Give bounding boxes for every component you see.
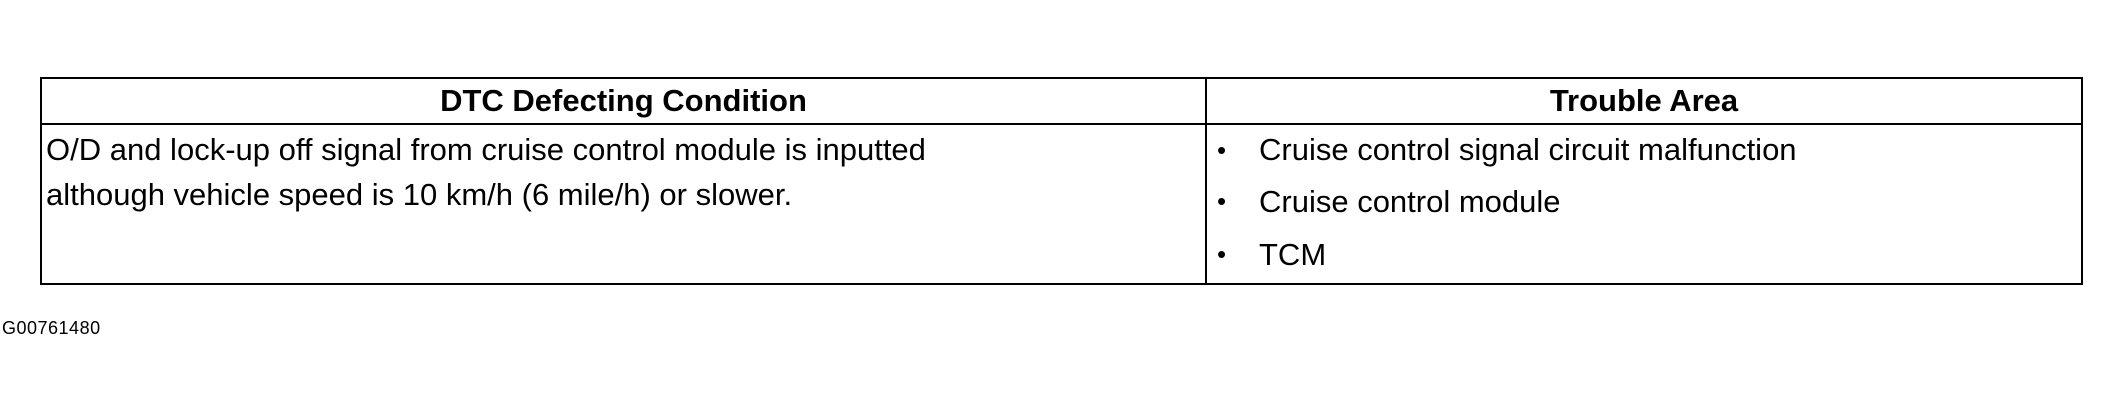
trouble-area-text: Cruise control module	[1259, 183, 1561, 219]
dtc-table: DTC Defecting Condition Trouble Area O/D…	[40, 77, 2083, 285]
bullet-icon: •	[1217, 186, 1227, 216]
condition-line-2: although vehicle speed is 10 km/h (6 mil…	[46, 177, 793, 212]
trouble-area-list: • Cruise control signal circuit malfunct…	[1207, 125, 2081, 281]
header-dtc-condition: DTC Defecting Condition	[42, 79, 1207, 123]
list-item: • Cruise control signal circuit malfunct…	[1207, 125, 2081, 175]
bullet-icon: •	[1217, 134, 1227, 165]
condition-line-1: O/D and lock-up off signal from cruise c…	[46, 132, 926, 167]
table-row: O/D and lock-up off signal from cruise c…	[42, 125, 2081, 283]
figure-id: G00761480	[2, 318, 101, 338]
trouble-area-cell: • Cruise control signal circuit malfunct…	[1207, 125, 2081, 283]
list-item: • Cruise control module	[1207, 175, 2081, 228]
trouble-area-text: TCM	[1259, 236, 1327, 272]
table-header-row: DTC Defecting Condition Trouble Area	[42, 79, 2081, 125]
header-trouble-area: Trouble Area	[1549, 83, 1739, 118]
trouble-area-text: Cruise control signal circuit malfunctio…	[1259, 132, 1797, 167]
condition-cell: O/D and lock-up off signal from cruise c…	[42, 125, 1207, 283]
bullet-icon: •	[1217, 239, 1227, 269]
list-item: • TCM	[1207, 228, 2081, 281]
